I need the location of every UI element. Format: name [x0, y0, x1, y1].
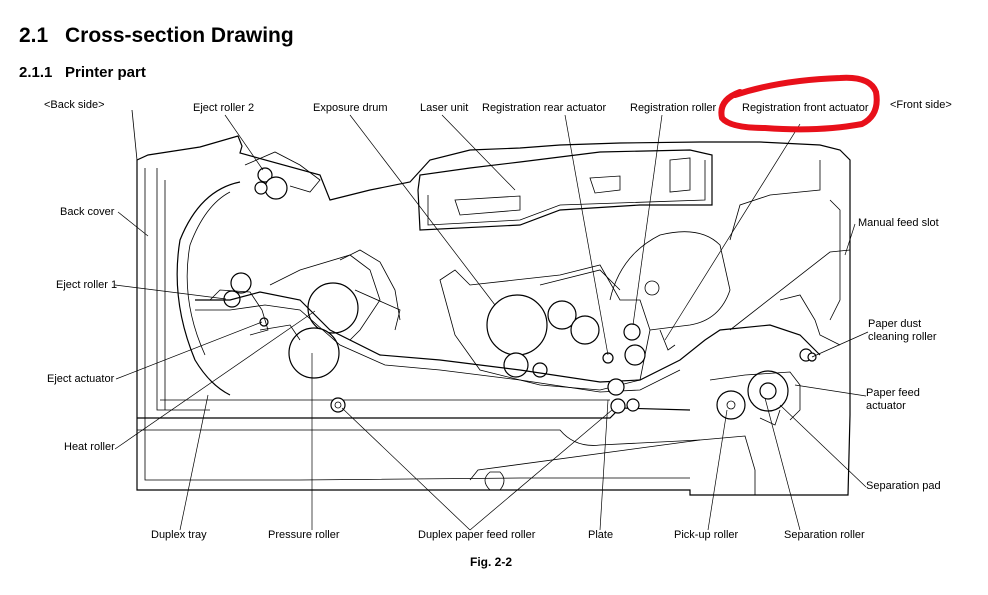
paper-cassette — [469, 435, 756, 495]
highlight-annotation — [718, 74, 880, 133]
heat-roller-label: Heat roller — [64, 441, 115, 453]
duplex-paper-feed-roller-label: Duplex paper feed roller — [418, 529, 536, 541]
duplex-tray — [137, 407, 691, 419]
duplex-feed-roller-left — [330, 397, 346, 413]
section-title: Cross-section Drawing — [65, 24, 294, 47]
eject-actuator-label: Eject actuator — [47, 373, 115, 385]
paper-path — [195, 291, 821, 383]
separation-roller-label: Separation roller — [784, 529, 865, 541]
subsection-title: Printer part — [65, 64, 146, 81]
subsection-heading: 2.1.1 Printer part — [19, 64, 146, 81]
front-side-label: <Front side> — [890, 99, 952, 111]
pick-up-roller-label: Pick-up roller — [674, 529, 739, 541]
back-cover-curve — [176, 181, 241, 396]
eject-roller-1-label: Eject roller 1 — [56, 279, 118, 291]
back-side-label: <Back side> — [44, 99, 105, 111]
pressure-roller-label: Pressure roller — [268, 529, 340, 541]
eject-roller-2-circle — [257, 167, 273, 183]
registration-rear-actuator-label: Registration rear actuator — [482, 102, 607, 114]
paper-dust-label-line2: cleaning roller — [868, 331, 937, 343]
pressure-roller-circle — [288, 327, 340, 379]
registration-roller-label: Registration roller — [630, 102, 717, 114]
paper-feed-actuator-label-line2: actuator — [866, 400, 906, 412]
separation-pad-label: Separation pad — [866, 480, 941, 492]
laser-unit-label: Laser unit — [420, 102, 469, 114]
manual-feed-slot — [729, 249, 851, 331]
section-heading: 2.1 Cross-section Drawing — [19, 24, 294, 48]
manual-feed-slot-label: Manual feed slot — [858, 217, 939, 229]
drum-unit-outline — [439, 264, 651, 391]
subsection-number: 2.1.1 — [19, 64, 53, 81]
plate-label: Plate — [588, 529, 614, 541]
laser-unit-box — [417, 149, 713, 231]
printer-housing-outline — [136, 135, 851, 496]
exposure-drum-label: Exposure drum — [313, 102, 388, 114]
paper-feed-actuator-label-line1: Paper feed — [866, 387, 920, 399]
eject-roller-2-label: Eject roller 2 — [193, 102, 255, 114]
duplex-tray-label: Duplex tray — [151, 529, 207, 541]
section-number: 2.1 — [19, 24, 49, 47]
registration-front-actuator-label: Registration front actuator — [742, 102, 869, 114]
figure-caption: Fig. 2-2 — [470, 555, 513, 569]
paper-dust-label-line1: Paper dust — [868, 318, 922, 330]
pick-up-roller-circle — [716, 390, 746, 420]
registration-roller-circle — [623, 323, 641, 341]
heat-roller-circle — [307, 282, 359, 334]
duplex-feed-roller-right — [610, 398, 626, 414]
exposure-drum-circle — [486, 294, 548, 356]
back-cover-label: Back cover — [60, 206, 115, 218]
